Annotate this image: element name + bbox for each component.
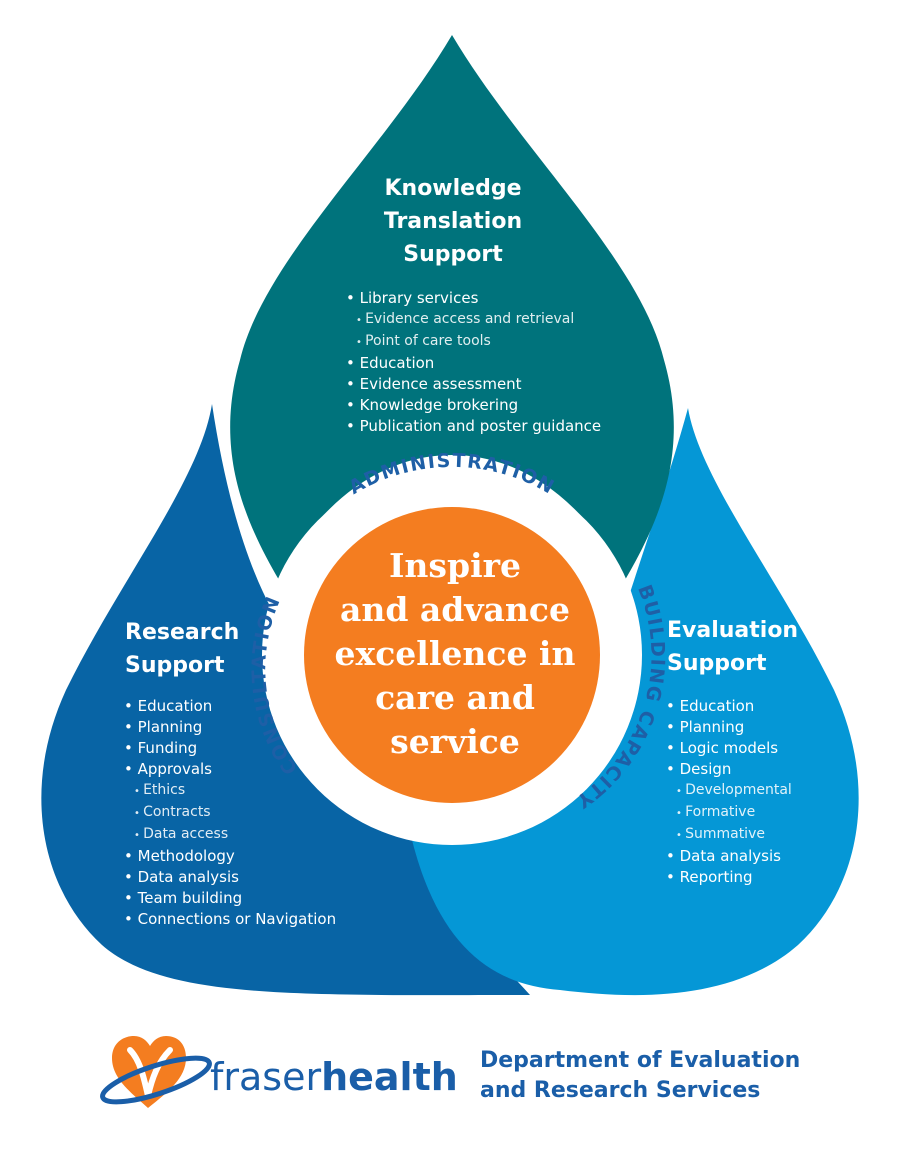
- research-title: Research Support: [125, 616, 239, 682]
- knowledge-title: Knowledge Translation Support: [353, 172, 553, 271]
- center-line: care and: [375, 678, 535, 717]
- knowledge-list: Library servicesEvidence access and retr…: [346, 288, 602, 437]
- evaluation-list-item: Formative: [666, 802, 792, 824]
- center-circle: [304, 507, 600, 803]
- evaluation-title: Evaluation Support: [667, 614, 798, 680]
- knowledge-list-item: Evidence assessment: [346, 374, 601, 395]
- knowledge-list-item: Publication and poster guidance: [346, 416, 602, 437]
- research-list-item: Connections or Navigation: [124, 909, 336, 930]
- research-list-item: Funding: [124, 738, 336, 759]
- evaluation-list-item: Developmental: [666, 780, 792, 802]
- knowledge-title-line: Support: [403, 242, 503, 267]
- knowledge-list-item: Education: [346, 353, 601, 374]
- heart-icon: [100, 1036, 212, 1108]
- research-list-item: Team building: [124, 888, 336, 909]
- knowledge-list-item: Knowledge brokering: [346, 395, 601, 416]
- evaluation-title-line: Support: [667, 651, 767, 676]
- knowledge-title-line: Knowledge: [384, 176, 522, 201]
- fraser-health-logo: fraserhealth: [100, 1036, 458, 1108]
- evaluation-title-line: Evaluation: [667, 618, 799, 643]
- evaluation-list-item: Planning: [666, 717, 792, 738]
- research-list-item: Approvals: [124, 759, 336, 780]
- research-list-item: Contracts: [124, 802, 336, 824]
- knowledge-list-item: Evidence access and retrieval: [346, 309, 601, 331]
- research-list-item: Methodology: [124, 846, 336, 867]
- evaluation-list: EducationPlanningLogic modelsDesignDevel…: [666, 696, 792, 888]
- knowledge-list-item: Library services: [346, 288, 601, 309]
- evaluation-list-item: Summative: [666, 824, 792, 846]
- research-list-item: Ethics: [124, 780, 336, 802]
- knowledge-title-line: Translation: [383, 209, 523, 234]
- department-line: and Research Services: [480, 1078, 761, 1103]
- center-line: Inspire: [389, 546, 521, 585]
- logo-text-light: fraser: [210, 1055, 321, 1099]
- evaluation-list-item: Education: [666, 696, 792, 717]
- research-list-item: Education: [124, 696, 336, 717]
- logo-text: fraserhealth: [210, 1055, 458, 1099]
- research-list: EducationPlanningFundingApprovalsEthicsC…: [124, 696, 336, 930]
- evaluation-list-item: Data analysis: [666, 846, 792, 867]
- evaluation-list-item: Design: [666, 759, 792, 780]
- research-title-line: Support: [125, 653, 225, 678]
- department-name: Department of Evaluation and Research Se…: [480, 1046, 800, 1106]
- evaluation-list-item: Logic models: [666, 738, 792, 759]
- center-line: excellence in: [334, 634, 576, 673]
- research-list-item: Data analysis: [124, 867, 336, 888]
- research-title-line: Research: [125, 620, 240, 645]
- research-list-item: Planning: [124, 717, 336, 738]
- logo-text-bold: health: [321, 1055, 458, 1099]
- knowledge-list-item: Point of care tools: [346, 331, 601, 353]
- center-line: service: [390, 722, 520, 761]
- department-line: Department of Evaluation: [480, 1048, 801, 1073]
- evaluation-list-item: Reporting: [666, 867, 792, 888]
- research-list-item: Data access: [124, 824, 336, 846]
- center-statement: Inspire and advance excellence in care a…: [310, 544, 600, 764]
- center-line: and advance: [339, 590, 571, 629]
